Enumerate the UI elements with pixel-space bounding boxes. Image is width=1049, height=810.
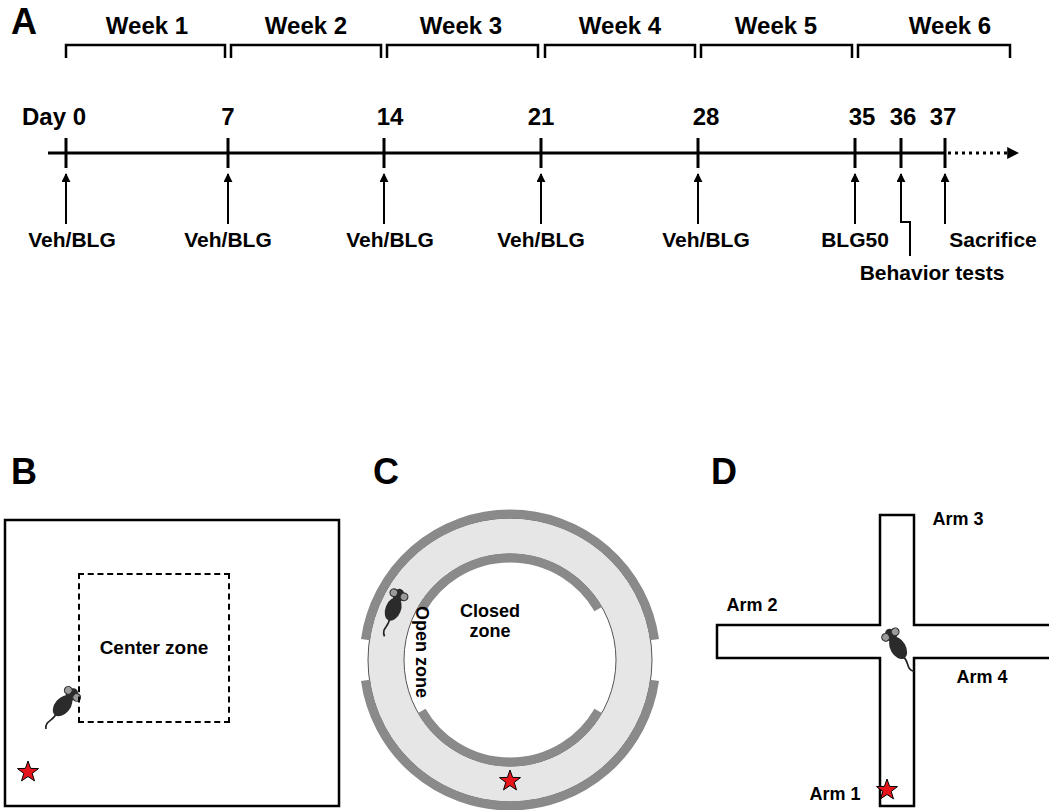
day-number: 28 xyxy=(693,104,720,130)
treatment-label: Veh/BLG xyxy=(662,228,750,251)
week-brackets xyxy=(66,45,1010,58)
treatment-label: Sacrifice xyxy=(949,228,1037,251)
zone-label: Open zone xyxy=(411,606,431,698)
arm-label: Arm 3 xyxy=(932,510,983,530)
day-number: 21 xyxy=(528,104,555,130)
week-label: Week 6 xyxy=(909,13,991,39)
mouse xyxy=(374,586,410,639)
day-number: 37 xyxy=(930,104,957,130)
day-number: 14 xyxy=(377,104,404,130)
zero-maze xyxy=(365,514,654,806)
treatment-label: BLG50 xyxy=(821,228,889,251)
day-number: Day 0 xyxy=(22,104,86,130)
panel-letter: A xyxy=(11,2,37,42)
arm-label: Arm 2 xyxy=(726,596,777,616)
panel-letter: D xyxy=(711,452,737,492)
panel-letter: B xyxy=(11,452,37,492)
week-label: Week 3 xyxy=(420,13,502,39)
timeline xyxy=(48,138,1018,168)
start-star xyxy=(18,761,39,781)
arm-label: Arm 1 xyxy=(809,785,860,805)
day-number: 36 xyxy=(890,104,917,130)
closed-zone-wall xyxy=(422,711,599,762)
center-zone-box: Center zone xyxy=(78,573,230,723)
arm-label: Arm 4 xyxy=(956,668,1007,688)
open-field-arena xyxy=(5,520,339,806)
zone-label: Center zone xyxy=(100,637,209,659)
mouse xyxy=(879,625,920,678)
treatment-label: Veh/BLG xyxy=(497,228,585,251)
treatment-label: Veh/BLG xyxy=(28,228,116,251)
start-star xyxy=(500,770,521,790)
panel-letter: C xyxy=(373,452,399,492)
start-star xyxy=(877,779,898,799)
week-label: Week 2 xyxy=(265,13,347,39)
week-label: Week 1 xyxy=(106,13,188,39)
closed-zone-wall xyxy=(365,680,654,806)
day-number: 7 xyxy=(221,104,234,130)
week-label: Week 5 xyxy=(735,13,817,39)
treatment-label: Veh/BLG xyxy=(346,228,434,251)
mouse xyxy=(37,683,83,733)
treatment-label: Behavior tests xyxy=(860,261,1005,284)
zone-label: Closed zone xyxy=(450,602,530,642)
timepoint-arrows xyxy=(66,174,945,256)
cross-maze xyxy=(717,515,1049,806)
week-label: Week 4 xyxy=(579,13,661,39)
day-number: 35 xyxy=(849,104,876,130)
treatment-label: Veh/BLG xyxy=(184,228,272,251)
